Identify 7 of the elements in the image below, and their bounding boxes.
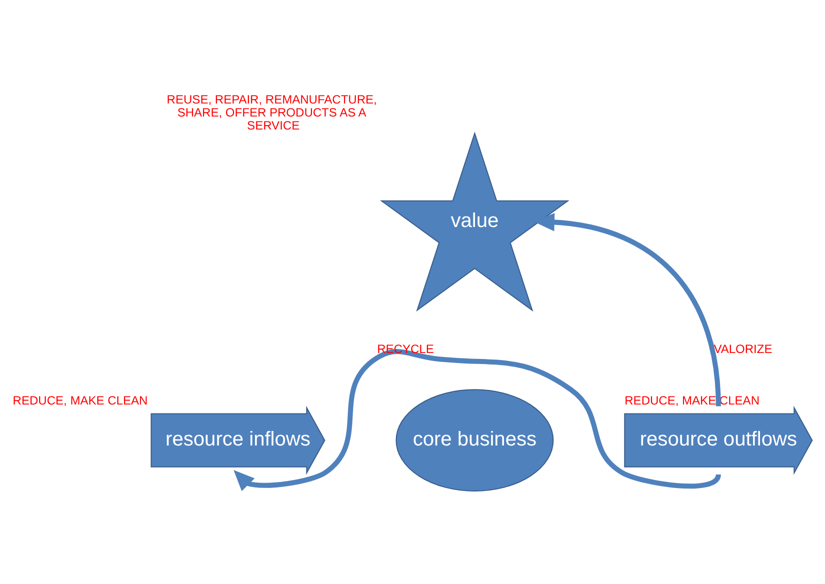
- node-ellipse: core business: [396, 388, 554, 491]
- node-label: REUSE, REPAIR, REMANUFACTURE, SHARE, OFFER PRODUCTS AS A SERVICE: [166, 92, 377, 132]
- arrow: [534, 212, 721, 406]
- node-label: REDUCE, MAKE CLEAN: [12, 392, 148, 407]
- edge-label: RECYCLE: [377, 342, 434, 356]
- edge-label: VALORIZE: [714, 342, 772, 356]
- node-label: REDUCE, MAKE CLEAN: [624, 392, 760, 407]
